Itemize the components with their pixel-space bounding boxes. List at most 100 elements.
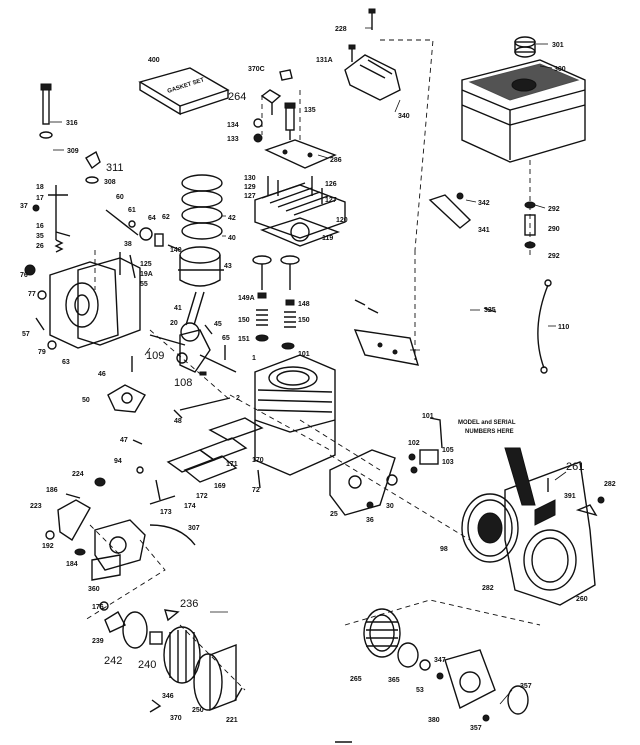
label-370C: 370C bbox=[248, 66, 265, 73]
label-340: 340 bbox=[398, 113, 410, 120]
label-173: 173 bbox=[160, 509, 172, 516]
leader-lines bbox=[50, 27, 567, 705]
part-347-screw bbox=[436, 672, 444, 680]
part-265-ring bbox=[363, 608, 401, 658]
part-30-washer bbox=[386, 474, 398, 486]
label-184: 184 bbox=[66, 561, 78, 568]
label-236: 236 bbox=[180, 598, 198, 610]
label-135: 135 bbox=[304, 107, 316, 114]
part-79-bearing bbox=[47, 340, 57, 350]
part-108-key bbox=[199, 371, 207, 376]
part-173-gasket bbox=[149, 495, 176, 505]
part-101-valve-left bbox=[252, 255, 272, 290]
part-62-spool bbox=[154, 233, 164, 247]
label-307: 307 bbox=[188, 525, 200, 532]
label-265: 265 bbox=[350, 676, 362, 683]
label-357-lower: 357 bbox=[470, 725, 482, 732]
label-223: 223 bbox=[30, 503, 42, 510]
label-60: 60 bbox=[116, 194, 124, 201]
label-125: 125 bbox=[140, 261, 152, 268]
part-184-valve bbox=[74, 548, 86, 556]
part-131A-screw bbox=[348, 44, 356, 62]
label-17: 17 bbox=[36, 195, 44, 202]
part-308-oring bbox=[85, 176, 99, 184]
part-150-spring-right bbox=[284, 311, 296, 328]
part-151-retainer-right bbox=[281, 342, 295, 350]
label-221: 221 bbox=[226, 717, 238, 724]
part-228-screw bbox=[368, 8, 376, 30]
part-340-bracket bbox=[344, 54, 401, 101]
part-101-module-wire bbox=[429, 417, 443, 449]
part-221-screw bbox=[234, 687, 243, 701]
label-240: 240 bbox=[138, 659, 156, 671]
label-110: 110 bbox=[558, 324, 569, 331]
part-172-gasket bbox=[166, 449, 216, 473]
label-101-top: 101 bbox=[298, 351, 310, 358]
part-300-muffler bbox=[461, 59, 586, 163]
label-102: 102 bbox=[408, 440, 420, 447]
label-108: 108 bbox=[174, 377, 192, 389]
label-357: 357 bbox=[520, 683, 532, 690]
label-64: 64 bbox=[148, 215, 156, 222]
part-53-washer bbox=[419, 659, 431, 671]
part-64-gear bbox=[139, 227, 153, 241]
part-140-clip bbox=[167, 244, 181, 251]
label-282-left: 282 bbox=[482, 585, 494, 592]
part-120-cylinder-head bbox=[254, 182, 346, 239]
label-380: 380 bbox=[428, 717, 440, 724]
label-16: 16 bbox=[36, 223, 44, 230]
part-169-insulator bbox=[183, 455, 238, 483]
part-250-filter bbox=[193, 643, 237, 712]
label-98: 98 bbox=[440, 546, 448, 553]
label-55: 55 bbox=[140, 281, 148, 288]
label-120: 120 bbox=[336, 217, 348, 224]
part-325-screw bbox=[483, 307, 497, 313]
part-119-head-gasket bbox=[259, 217, 341, 247]
label-25: 25 bbox=[330, 511, 338, 518]
part-72-screw bbox=[257, 469, 261, 489]
label-140: 140 bbox=[170, 247, 182, 254]
label-150-right: 150 bbox=[298, 317, 310, 324]
part-18-lever bbox=[48, 185, 68, 240]
label-42: 42 bbox=[228, 215, 236, 222]
part-105-screw bbox=[410, 466, 418, 474]
assembly-dashed-lines bbox=[84, 39, 541, 691]
label-20: 20 bbox=[170, 320, 178, 327]
part-149A-seal bbox=[257, 292, 267, 299]
part-76-seal bbox=[24, 264, 36, 276]
part-110-fuel-line bbox=[537, 279, 552, 374]
label-77: 77 bbox=[28, 291, 36, 298]
part-94-washer bbox=[136, 466, 144, 474]
part-47-screw bbox=[132, 439, 143, 445]
part-236-wing-nut bbox=[164, 609, 180, 622]
part-400-gasket-set-box: GASKET SET bbox=[138, 67, 230, 116]
label-282-right: 282 bbox=[604, 481, 616, 488]
part-125-rod bbox=[129, 254, 136, 279]
part-148-seal bbox=[285, 299, 295, 306]
label-127-left: 127 bbox=[244, 193, 256, 200]
label-325: 325 bbox=[484, 307, 496, 314]
label-148: 148 bbox=[298, 301, 310, 308]
label-176: 176 bbox=[92, 604, 104, 611]
label-311: 311 bbox=[106, 162, 124, 174]
part-316-dipstick bbox=[40, 83, 52, 125]
part-176-spring bbox=[99, 601, 109, 611]
label-290: 290 bbox=[548, 226, 560, 233]
label-174: 174 bbox=[184, 503, 196, 510]
label-131A: 131A bbox=[316, 57, 333, 64]
label-149A: 149A bbox=[238, 295, 255, 302]
part-223-fuel-inlet bbox=[57, 499, 91, 542]
part-134-nut bbox=[253, 118, 263, 128]
label-105: 105 bbox=[442, 447, 454, 454]
part-370C-clip bbox=[279, 69, 293, 81]
part-1-cylinder-block bbox=[254, 354, 336, 476]
label-62: 62 bbox=[162, 214, 170, 221]
part-128-valve-right bbox=[280, 255, 300, 290]
part-45-bolt bbox=[204, 324, 213, 335]
label-40: 40 bbox=[228, 235, 236, 242]
label-38: 38 bbox=[124, 241, 132, 248]
part-242-cover bbox=[122, 611, 148, 649]
label-391: 391 bbox=[564, 493, 576, 500]
label-50: 50 bbox=[82, 397, 90, 404]
